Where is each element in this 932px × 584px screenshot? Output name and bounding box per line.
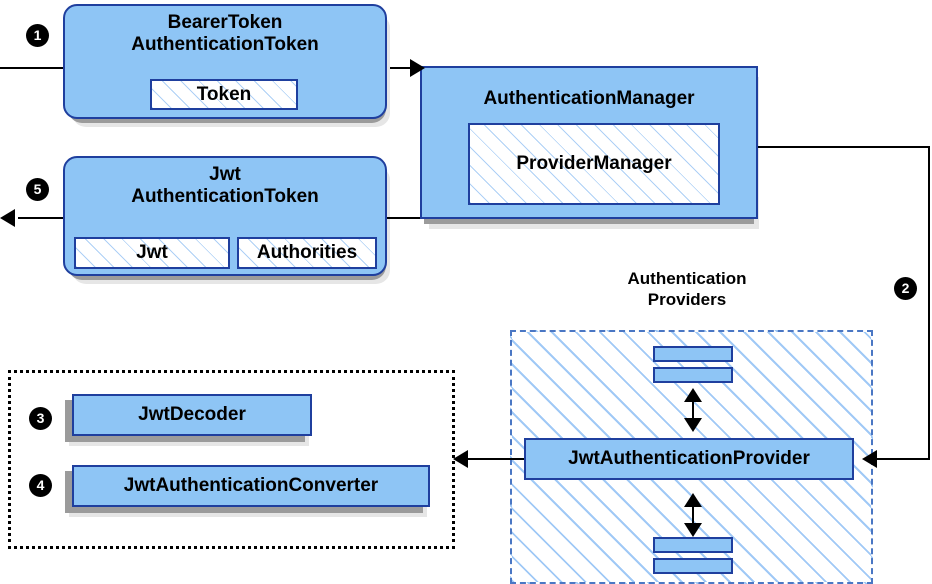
arrowhead-to-jwt-provider bbox=[862, 450, 877, 468]
node-jwt[interactable]: Jwt bbox=[74, 237, 230, 269]
bearer-token-line2: AuthenticationToken bbox=[131, 34, 319, 55]
connector-bearer-to-manager bbox=[390, 67, 422, 69]
connector-into-provider bbox=[875, 458, 930, 460]
step-badge-1: 1 bbox=[26, 24, 49, 47]
arrowhead-provider-top-down bbox=[684, 418, 702, 432]
provider-bar-top-1 bbox=[653, 346, 733, 362]
arrowhead-provider-bottom-up bbox=[684, 493, 702, 507]
node-token[interactable]: Token bbox=[150, 79, 298, 110]
node-jwt-authentication-provider[interactable]: JwtAuthenticationProvider bbox=[524, 438, 854, 480]
connector-manager-right bbox=[758, 146, 930, 148]
provider-bar-bottom-1 bbox=[653, 537, 733, 553]
node-jwt-decoder[interactable]: JwtDecoder bbox=[72, 394, 312, 436]
connector-outbound-response bbox=[18, 217, 76, 219]
bearer-token-line1: BearerToken bbox=[167, 12, 283, 33]
connector-right-vertical bbox=[928, 146, 930, 459]
providers-caption-line2: Providers bbox=[647, 290, 727, 310]
step-badge-2: 2 bbox=[894, 277, 917, 300]
step-badge-5: 5 bbox=[26, 178, 49, 201]
connector-provider-bottom bbox=[692, 497, 694, 532]
arrowhead-to-authentication-manager bbox=[410, 59, 425, 77]
arrowhead-provider-bottom-down bbox=[684, 523, 702, 537]
authentication-providers-caption: Authentication Providers bbox=[577, 268, 797, 311]
arrowhead-provider-top-up bbox=[684, 388, 702, 402]
provider-bar-bottom-2 bbox=[653, 558, 733, 574]
connector-inbound-request bbox=[0, 67, 70, 69]
connector-provider-top bbox=[692, 392, 694, 427]
node-jwt-authentication-converter[interactable]: JwtAuthenticationConverter bbox=[72, 465, 430, 507]
connector-manager-to-jwt-token bbox=[386, 217, 436, 219]
provider-bar-top-2 bbox=[653, 367, 733, 383]
jwt-token-line2: AuthenticationToken bbox=[131, 186, 319, 207]
jwt-token-line1: Jwt bbox=[209, 164, 241, 185]
arrowhead-outbound-response bbox=[0, 209, 15, 227]
step-badge-4: 4 bbox=[29, 474, 52, 497]
node-authorities[interactable]: Authorities bbox=[237, 237, 377, 269]
node-provider-manager[interactable]: ProviderManager bbox=[468, 123, 720, 205]
authentication-manager-label: AuthenticationManager bbox=[483, 88, 695, 109]
arrowhead-to-components bbox=[453, 450, 468, 468]
step-badge-3: 3 bbox=[29, 407, 52, 430]
connector-provider-to-components bbox=[466, 458, 526, 460]
providers-caption-line1: Authentication bbox=[627, 269, 747, 288]
